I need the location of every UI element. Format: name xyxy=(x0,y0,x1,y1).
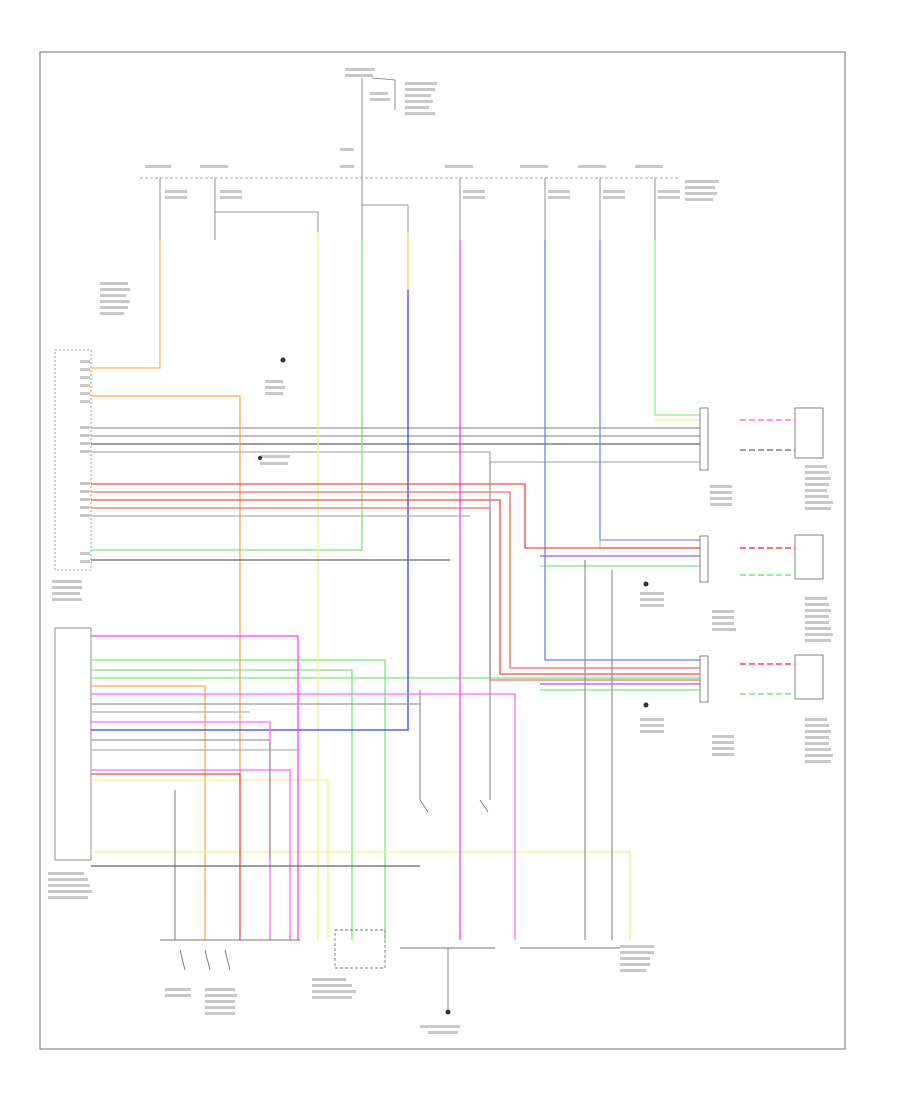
wire-green-8 xyxy=(599,240,700,549)
wire-magenta-5 xyxy=(91,769,291,940)
right-device-3 xyxy=(794,654,824,700)
lower-control-module xyxy=(54,627,92,861)
ground-marker-1 xyxy=(643,581,649,587)
label-marks xyxy=(48,68,833,1034)
wire-red-3 xyxy=(91,499,700,675)
wire-yellow-2 xyxy=(91,851,631,940)
wire-red-4 xyxy=(91,507,700,681)
wire-green-2 xyxy=(654,240,700,416)
wire-red-1 xyxy=(91,483,700,549)
right-connector-2 xyxy=(699,535,709,583)
right-device-2 xyxy=(794,534,824,580)
wires xyxy=(91,232,700,940)
top-fuse-block xyxy=(140,77,680,240)
wire-red-2 xyxy=(91,491,700,669)
wire-blue-3 xyxy=(599,240,700,541)
right-device-1 xyxy=(794,407,824,459)
ground-symbols xyxy=(258,357,649,1015)
wire-blue-1 xyxy=(91,290,409,731)
ground-marker-2 xyxy=(643,702,649,708)
wire-green-4 xyxy=(91,669,353,940)
wire-red-5 xyxy=(91,773,241,940)
upper-control-module xyxy=(54,349,92,571)
wire-magenta-4 xyxy=(91,693,516,940)
ground-marker-3 xyxy=(445,1009,451,1015)
wire-yellow-4 xyxy=(91,779,329,940)
right-connector-1 xyxy=(699,407,709,471)
wire-gray-3 xyxy=(91,451,700,463)
wire-orange-3 xyxy=(91,685,206,940)
wire-orange-1 xyxy=(91,240,161,369)
wire-magenta-2 xyxy=(91,635,299,940)
bottom-switch-box xyxy=(334,929,386,969)
right-components xyxy=(699,407,824,703)
wire-orange-2 xyxy=(91,395,241,860)
wire-green-1 xyxy=(91,240,363,551)
wire-magenta-3 xyxy=(91,721,271,940)
ground-marker-5 xyxy=(258,456,262,460)
diagram-frame xyxy=(39,51,846,1050)
bottom-connectors xyxy=(160,799,620,1010)
ground-marker-4 xyxy=(280,357,286,363)
right-connector-3 xyxy=(699,655,709,703)
wire-blue-2 xyxy=(544,240,700,661)
wire-green-3 xyxy=(91,659,386,940)
